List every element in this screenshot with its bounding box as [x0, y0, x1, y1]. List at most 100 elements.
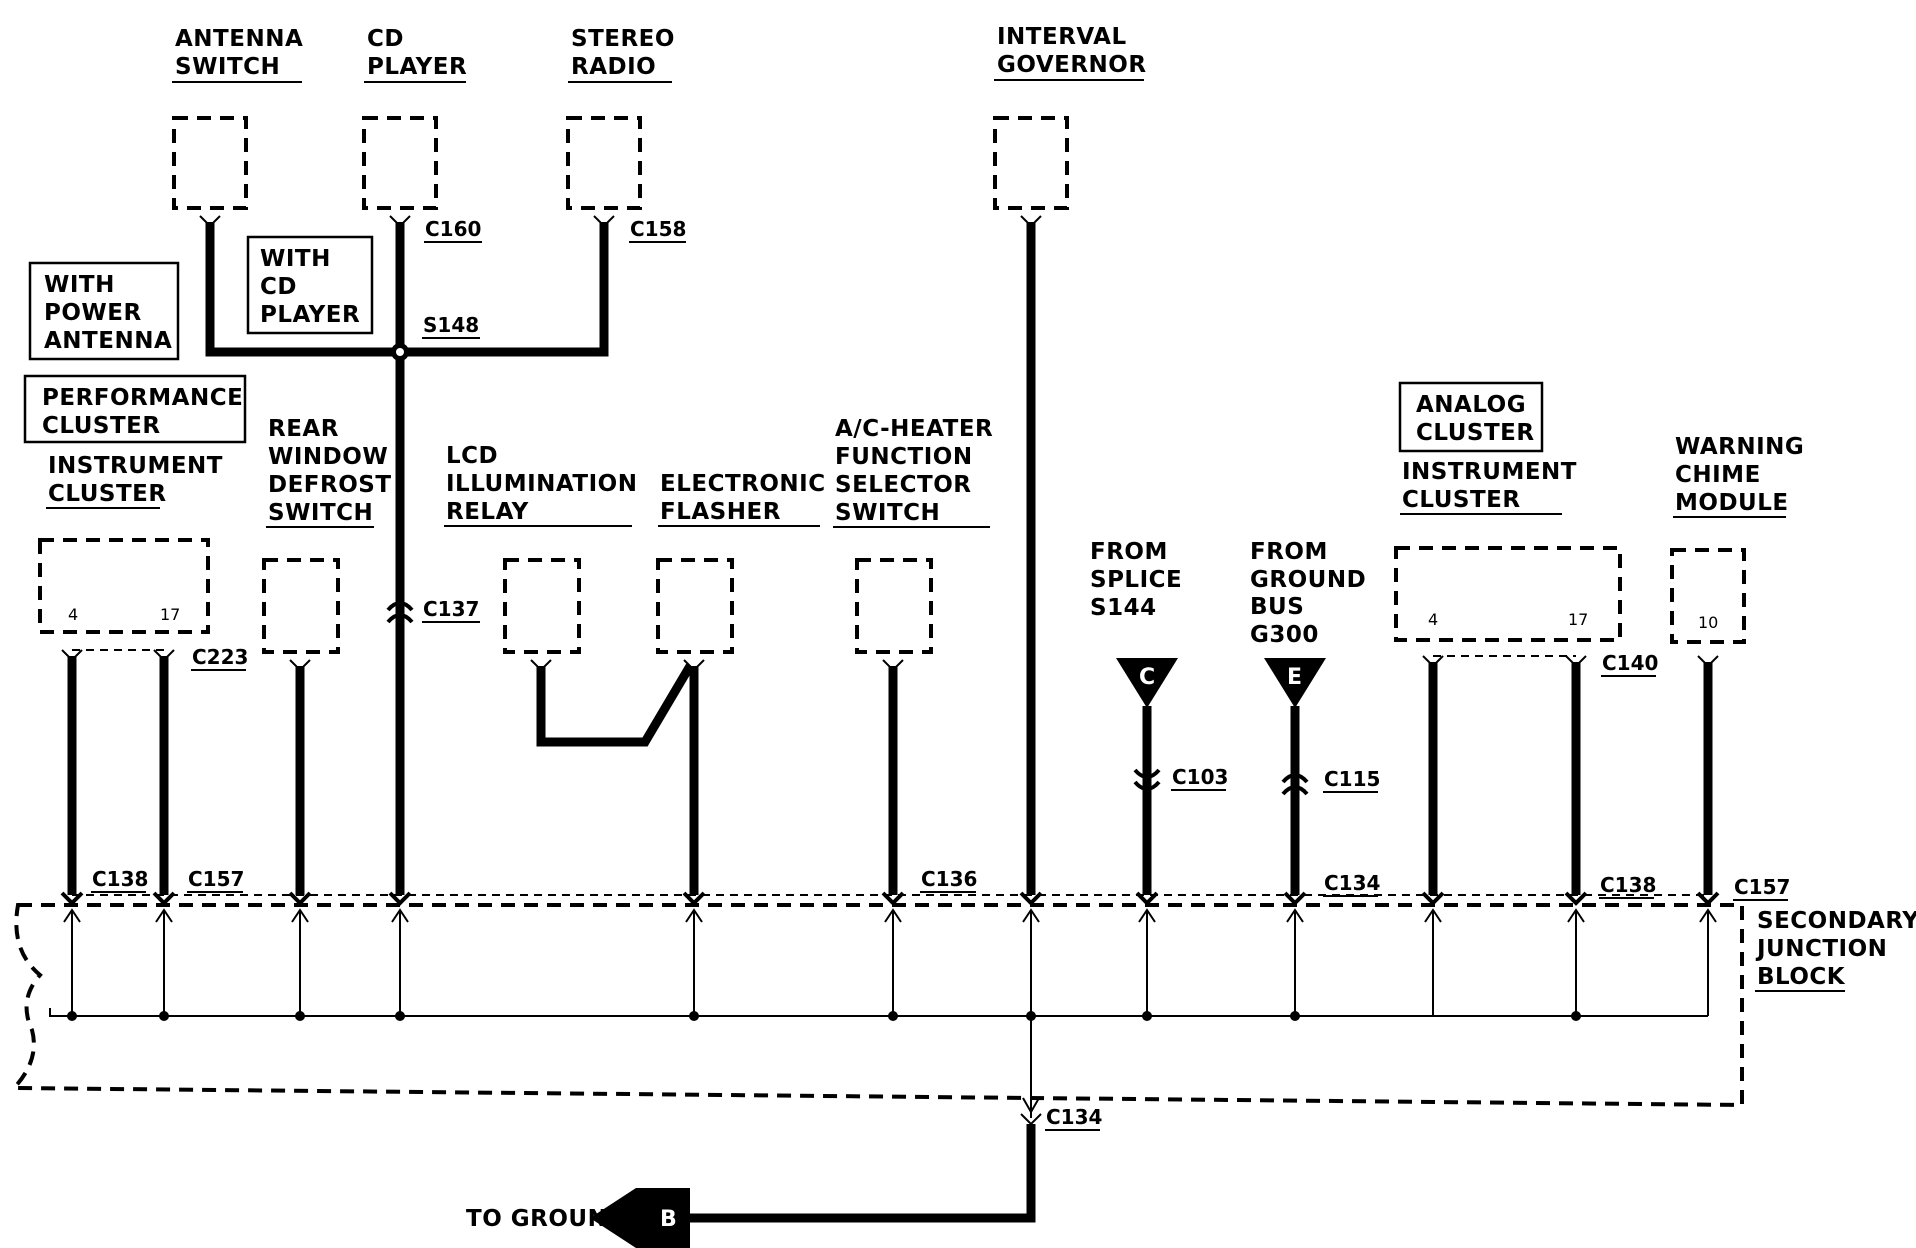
from-splice-line-3: S144 — [1090, 595, 1157, 621]
instrument-cluster-right-line-1: INSTRUMENT — [1402, 459, 1577, 485]
analog-cluster-line-2: CLUSTER — [1416, 420, 1535, 446]
with-power-antenna-box: WITH POWER ANTENNA — [28, 261, 180, 361]
c140-label: C140 — [1602, 651, 1658, 675]
c137-connector: C137 — [386, 597, 480, 624]
ground-ref-e-letter: E — [1287, 665, 1302, 690]
with-cd-player-box: WITH CD PLAYER — [246, 235, 374, 335]
ground-ref-b-arrow — [590, 1188, 690, 1248]
c158-label: C158 — [630, 217, 686, 241]
lcd-illumination-relay-line-2: ILLUMINATION — [446, 471, 637, 497]
with-cd-player-line-1: WITH — [260, 246, 331, 272]
lcd-illumination-relay-line-1: LCD — [446, 443, 498, 469]
performance-cluster-line-2: CLUSTER — [42, 413, 161, 439]
antenna-switch-wire — [205, 222, 396, 357]
cd-player-line-1: CD — [367, 26, 404, 52]
analog-cluster-line-1: ANALOG — [1416, 392, 1526, 418]
warning-chime-module-label: WARNING CHIME MODULE — [1673, 434, 1804, 518]
from-ground-bus-g300-label: FROM GROUND BUS G300 — [1250, 539, 1366, 648]
ac-heater-switch-box — [855, 558, 933, 654]
rear-window-defrost-line-2: WINDOW — [268, 444, 388, 470]
ground-ref-e-triangle — [1264, 658, 1326, 708]
stereo-radio-wire — [404, 222, 609, 357]
electronic-flasher-line-1: ELECTRONIC — [660, 471, 826, 497]
performance-cluster-box: PERFORMANCE CLUSTER — [23, 374, 247, 444]
ac-heater-line-4: SWITCH — [835, 500, 940, 526]
c134-block-label: C134 — [1324, 871, 1380, 895]
c136-label: C136 — [921, 867, 977, 891]
secondary-junction-block: SECONDARY JUNCTION BLOCK — [9, 903, 1916, 1108]
cd-player-label: CD PLAYER — [364, 26, 467, 83]
left-cluster-pin-17: 17 — [160, 605, 180, 624]
ground-ref-c-triangle — [1116, 658, 1178, 708]
c157-right-label: C157 — [1734, 875, 1790, 899]
ground-ref-b: B — [590, 1188, 690, 1248]
instrument-cluster-right-label: INSTRUMENT CLUSTER — [1400, 459, 1577, 515]
instrument-cluster-left-label: INSTRUMENT CLUSTER — [46, 453, 223, 509]
ac-heater-line-2: FUNCTION — [835, 444, 973, 470]
stereo-radio-line-1: STEREO — [571, 26, 675, 52]
electronic-flasher-label: ELECTRONIC FLASHER — [658, 471, 826, 527]
from-ground-bus-line-3: BUS — [1250, 594, 1304, 620]
warning-chime-line-1: WARNING — [1675, 434, 1804, 460]
antenna-switch-label: ANTENNA SWITCH — [172, 26, 303, 83]
analog-cluster-box: ANALOG CLUSTER — [1398, 381, 1544, 453]
electronic-flasher-line-2: FLASHER — [660, 499, 781, 525]
c223-label: C223 — [192, 645, 248, 669]
to-ground-label: TO GROUND — [466, 1206, 627, 1232]
chime-pin-10: 10 — [1698, 613, 1718, 632]
from-ground-bus-line-2: GROUND — [1250, 567, 1366, 593]
ground-ref-b-letter: B — [660, 1207, 677, 1232]
right-cluster-pin-4: 4 — [1428, 610, 1438, 629]
instrument-cluster-right-line-2: CLUSTER — [1402, 487, 1521, 513]
ground-ref-c: C — [1116, 658, 1178, 708]
interval-governor-line-1: INTERVAL — [997, 24, 1127, 50]
rear-window-defrost-switch-label: REAR WINDOW DEFROST SWITCH — [266, 416, 391, 528]
antenna-switch-line-1: ANTENNA — [175, 26, 303, 52]
antenna-switch-box — [172, 116, 248, 210]
ground-ref-c-letter: C — [1139, 665, 1155, 690]
secondary-junction-block-line-1: SECONDARY — [1757, 908, 1916, 934]
s148-label: S148 — [423, 313, 479, 337]
junction-block-splice-dots — [67, 1011, 1581, 1021]
ac-heater-line-3: SELECTOR — [835, 472, 971, 498]
with-power-antenna-line-2: POWER — [44, 300, 142, 326]
with-cd-player-line-3: PLAYER — [260, 302, 360, 328]
secondary-junction-block-line-3: BLOCK — [1757, 964, 1846, 990]
from-ground-bus-line-1: FROM — [1250, 539, 1328, 565]
c160-label: C160 — [425, 217, 481, 241]
c157-left-label: C157 — [188, 867, 244, 891]
junction-block-ground-bus — [49, 1008, 1708, 1017]
instrument-cluster-right-box — [1394, 546, 1622, 642]
secondary-junction-block-line-2: JUNCTION — [1755, 936, 1887, 962]
left-cluster-pin-4: 4 — [68, 605, 78, 624]
rear-window-defrost-line-1: REAR — [268, 416, 339, 442]
with-power-antenna-line-3: ANTENNA — [44, 328, 172, 354]
instrument-cluster-left-box — [38, 538, 210, 634]
from-splice-line-1: FROM — [1090, 539, 1168, 565]
ground-ref-e: E — [1264, 658, 1326, 708]
stereo-radio-label: STEREO RADIO — [568, 26, 675, 83]
with-power-antenna-line-1: WITH — [44, 272, 115, 298]
from-splice-line-2: SPLICE — [1090, 567, 1182, 593]
instrument-cluster-left-line-1: INSTRUMENT — [48, 453, 223, 479]
interval-governor-box — [993, 116, 1069, 210]
rear-window-defrost-line-4: SWITCH — [268, 500, 373, 526]
cd-player-line-2: PLAYER — [367, 54, 467, 80]
stereo-radio-box — [566, 116, 642, 210]
c138-left-label: C138 — [92, 867, 148, 891]
warning-chime-line-3: MODULE — [1675, 490, 1789, 516]
c115-label: C115 — [1324, 767, 1380, 791]
c134-bottom-label: C134 — [1046, 1105, 1102, 1129]
antenna-switch-line-2: SWITCH — [175, 54, 280, 80]
interval-governor-line-2: GOVERNOR — [997, 52, 1147, 78]
stereo-radio-line-2: RADIO — [571, 54, 656, 80]
c137-label: C137 — [423, 597, 479, 621]
ac-heater-line-1: A/C-HEATER — [835, 416, 993, 442]
ac-heater-function-selector-switch-label: A/C-HEATER FUNCTION SELECTOR SWITCH — [833, 416, 993, 528]
lcd-illumination-relay-label: LCD ILLUMINATION RELAY — [444, 443, 637, 527]
lcd-illumination-relay-line-3: RELAY — [446, 499, 529, 525]
c103-connector — [1133, 768, 1161, 791]
electronic-flasher-box — [656, 558, 734, 654]
c103-label: C103 — [1172, 765, 1228, 789]
